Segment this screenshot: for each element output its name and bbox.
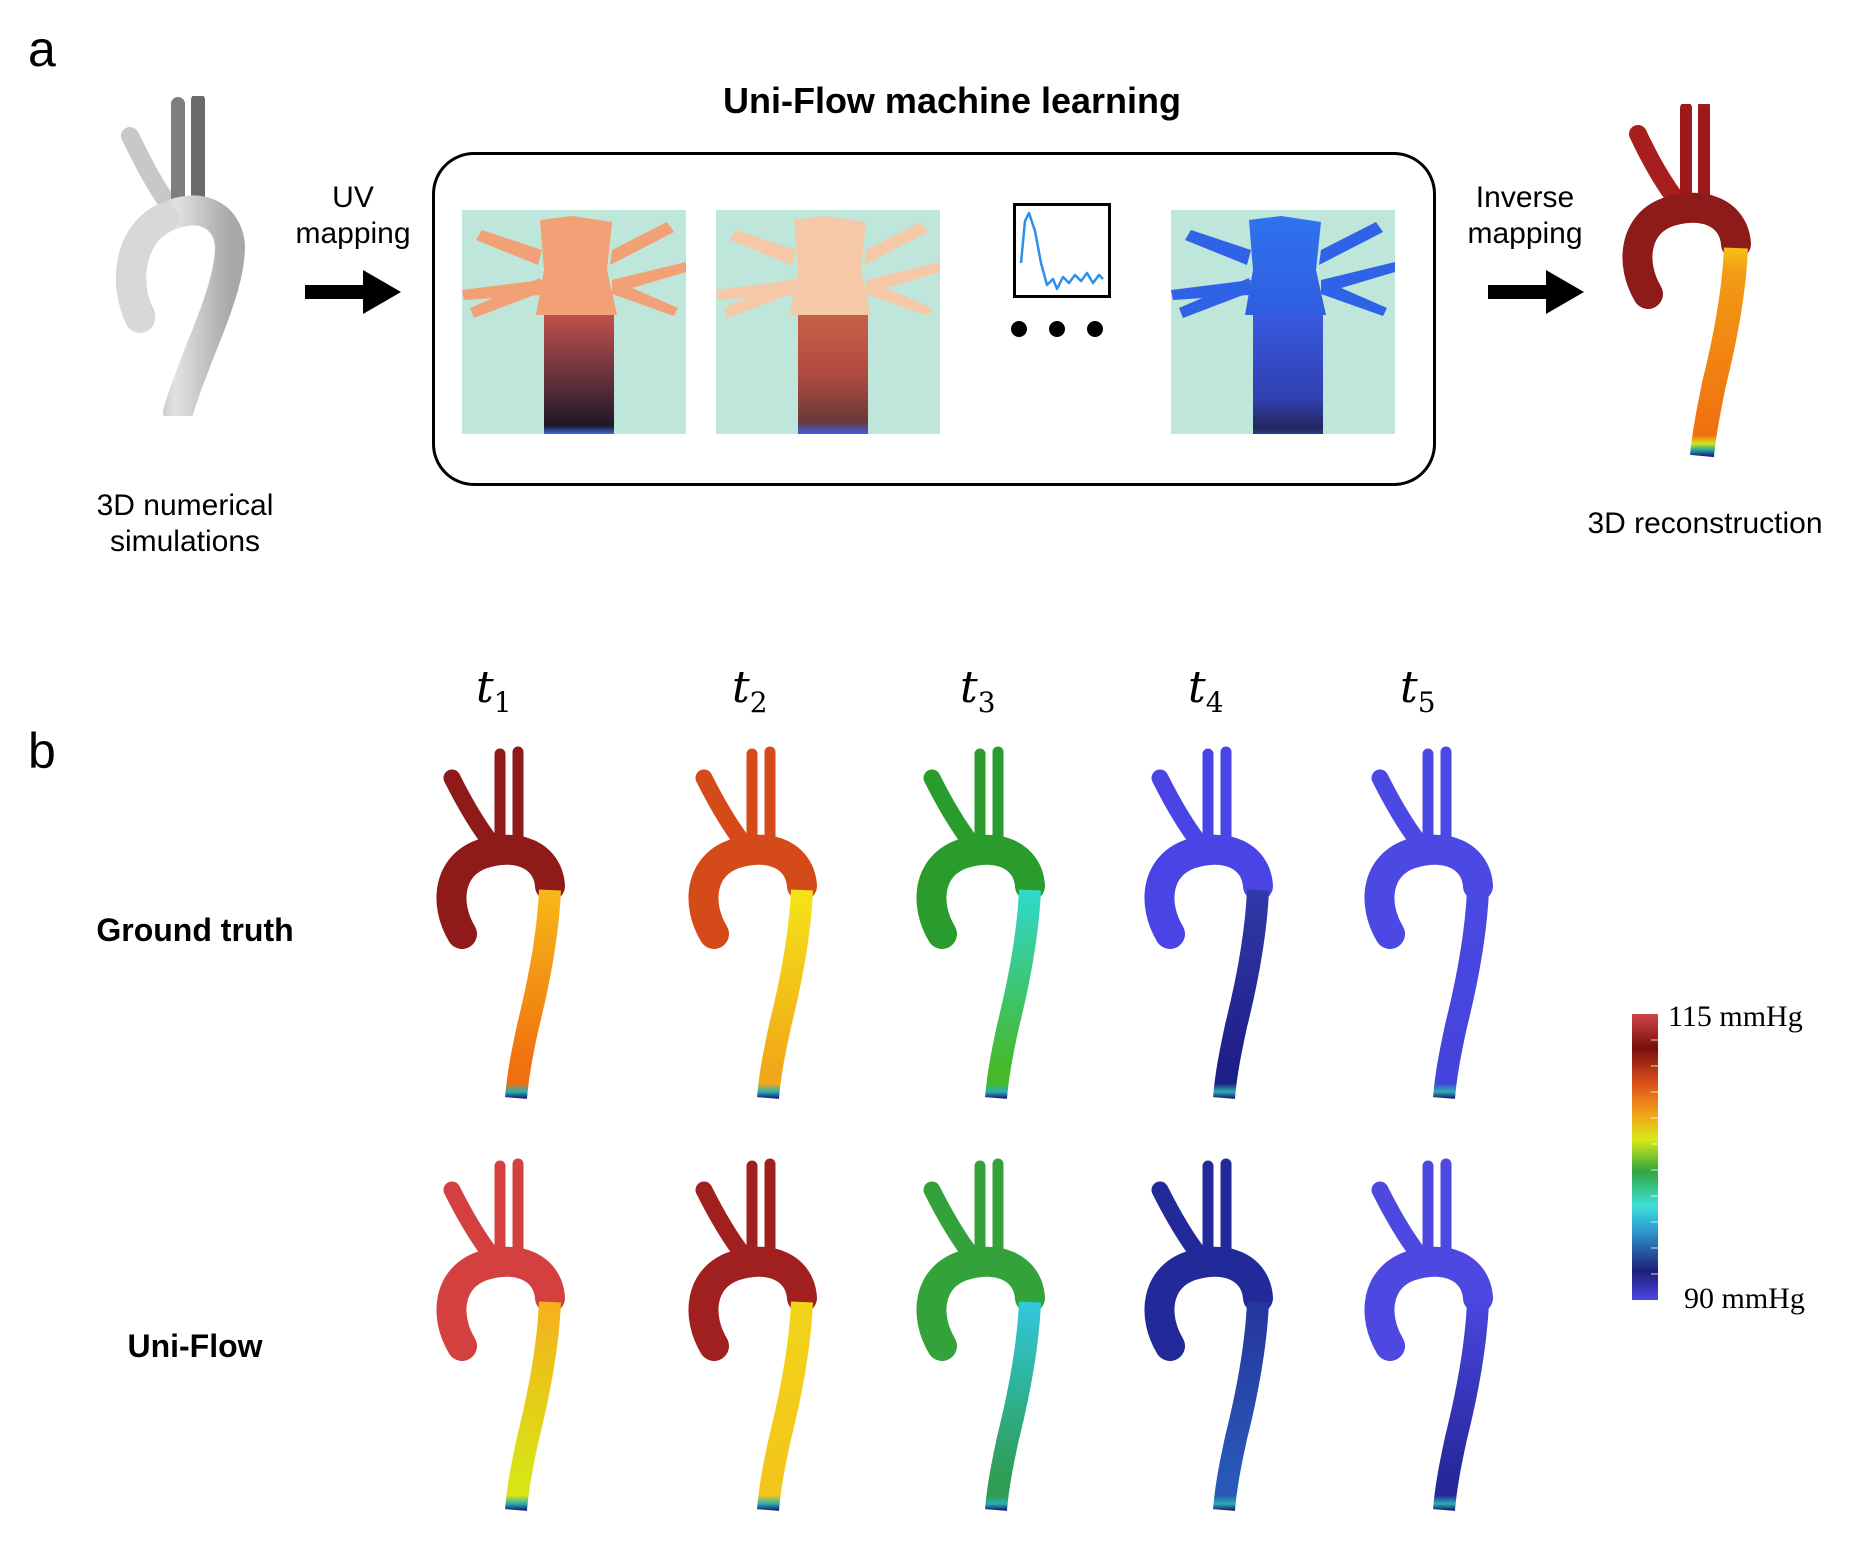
descending-aorta [985, 889, 1041, 1099]
aortic-arch [1364, 1246, 1493, 1361]
aortic-arch [1144, 834, 1273, 949]
left-subclavian-branch [443, 769, 501, 853]
aortic-arch [916, 1246, 1045, 1361]
ml-title: Uni-Flow machine learning [722, 80, 1182, 121]
time-label-t1: t1 [476, 662, 512, 719]
time-label-t4: t4 [1188, 662, 1224, 719]
row-label-ground-truth: Ground truth [96, 912, 294, 948]
aorta-uni-flow-t4 [1144, 1158, 1273, 1511]
inverse-mapping-label: Inverse mapping [1440, 180, 1610, 252]
descending-aorta [1433, 889, 1489, 1099]
left-subclavian-branch [695, 1181, 753, 1265]
aorta-ground-truth-t1 [436, 746, 565, 1099]
aorta-ground-truth-t4 [1144, 746, 1273, 1099]
colorbar-min-label: 90 mmHg [1684, 1282, 1805, 1315]
input-caption: 3D numerical simulations [55, 488, 315, 560]
uv-map-2 [716, 210, 940, 434]
aorta-ground-truth-t2 [688, 746, 817, 1099]
left-subclavian-branch [1151, 1181, 1209, 1265]
aortic-arch [916, 834, 1045, 949]
left-subclavian-branch [1151, 769, 1209, 853]
input-caption-line-1: 3D numerical [96, 489, 274, 522]
uv-map-1 [462, 210, 686, 434]
descending-aorta [1433, 1301, 1489, 1511]
descending-aorta [757, 889, 813, 1099]
aortic-arch [1144, 1246, 1273, 1361]
descending-aorta [1213, 889, 1269, 1099]
time-label-t2: t2 [732, 662, 768, 719]
left-subclavian-branch [923, 769, 981, 853]
inverse-label-line-2: mapping [1467, 217, 1583, 250]
left-subclavian-branch [443, 1181, 501, 1265]
inverse-mapping-arrow [1488, 270, 1584, 314]
descending-aorta [985, 1301, 1041, 1511]
aorta-uni-flow-t5 [1364, 1158, 1493, 1511]
waveform-inset [1013, 203, 1111, 298]
pressure-colorbar [1632, 1014, 1658, 1300]
aortic-arch [688, 1246, 817, 1361]
descending-aorta [1213, 1301, 1269, 1511]
inverse-label-line-1: Inverse [1475, 181, 1575, 214]
reconstruction-caption: 3D reconstruction [1587, 507, 1823, 540]
aortic-arch [1364, 834, 1493, 949]
uv-label-line-2: mapping [295, 217, 411, 250]
aorta-ground-truth-t5 [1364, 746, 1493, 1099]
ellipsis-dots [1011, 321, 1103, 337]
aorta-uni-flow-t1 [436, 1158, 565, 1511]
aorta-uni-flow-t2 [688, 1158, 817, 1511]
colorbar-max-label: 115 mmHg [1668, 1000, 1803, 1033]
uv-mapping-label: UV mapping [278, 180, 428, 252]
descending-aorta [505, 889, 561, 1099]
time-label-t3: t3 [960, 662, 996, 719]
input-caption-line-2: simulations [109, 525, 261, 558]
descending-aorta [505, 1301, 561, 1511]
left-subclavian-branch [1371, 1181, 1429, 1265]
uv-map-3 [1171, 210, 1395, 434]
left-subclavian-branch [1371, 769, 1429, 853]
ml-container-box [432, 152, 1436, 486]
aortic-arch [436, 834, 565, 949]
left-subclavian-branch [695, 769, 753, 853]
row-label-uni-flow: Uni-Flow [127, 1328, 263, 1364]
descending-aorta [757, 1301, 813, 1511]
left-subclavian-branch [923, 1181, 981, 1265]
aorta-ground-truth-t3 [916, 746, 1045, 1099]
aortic-arch [436, 1246, 565, 1361]
aortic-arch [688, 834, 817, 949]
uv-mapping-arrow [305, 270, 401, 314]
panel-b-letter: b [28, 723, 56, 779]
input-aorta-model [116, 96, 246, 416]
panel-a-letter: a [28, 21, 56, 77]
reconstruction-aorta [1622, 104, 1751, 458]
time-label-t5: t5 [1400, 662, 1436, 719]
uv-label-line-1: UV [332, 181, 374, 214]
aorta-uni-flow-t3 [916, 1158, 1045, 1511]
